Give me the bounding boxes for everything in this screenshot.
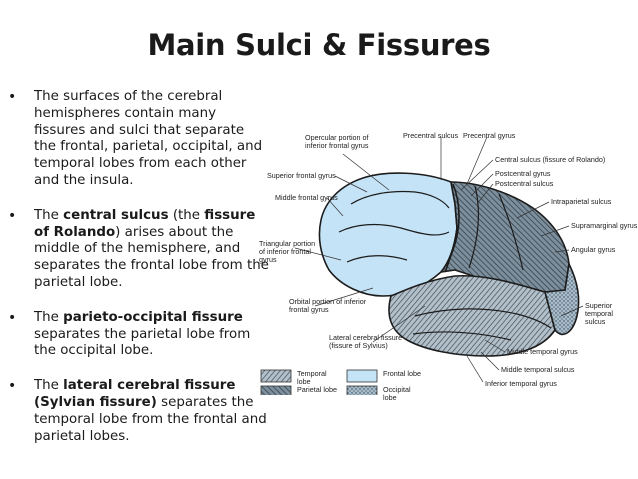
label-superior-frontal-gyrus: Superior frontal gyrus bbox=[267, 171, 336, 180]
bullet-item: • The central sulcus (the fissure of Rol… bbox=[8, 208, 270, 292]
label-precentral-gyrus: Precentral gyrus bbox=[463, 131, 516, 140]
sulcus-line bbox=[468, 185, 479, 269]
brain-diagram: Opercular portion of inferior frontal gy… bbox=[255, 120, 638, 402]
bullet-text: ) arises about the middle of the hemisph… bbox=[34, 224, 269, 290]
sulcus-line bbox=[346, 255, 408, 263]
brain-illustration bbox=[260, 136, 584, 399]
leader-line bbox=[476, 183, 494, 205]
sulcus-line bbox=[350, 190, 450, 209]
slide-title: Main Sulci & Fissures bbox=[147, 28, 491, 62]
leader-line bbox=[314, 287, 374, 307]
leader-line bbox=[560, 305, 584, 317]
sulcus-line bbox=[414, 308, 552, 329]
leader-line bbox=[460, 159, 494, 191]
leader-line bbox=[540, 225, 570, 237]
label-postcentral-sulcus: Postcentral sulcus bbox=[495, 179, 554, 188]
sulcus-line bbox=[338, 223, 450, 236]
legend-swatch-temporal bbox=[260, 369, 292, 383]
occipital-lobe bbox=[543, 261, 580, 336]
label-precentral-sulcus: Precentral sulcus bbox=[403, 131, 459, 140]
bullet-term: central sulcus bbox=[63, 207, 169, 223]
bullet-term: parieto-occipital fissure bbox=[63, 309, 243, 325]
bullet-item: • The lateral cerebral fissure (Sylvian … bbox=[8, 378, 270, 445]
bullet-text: The bbox=[34, 309, 64, 325]
leader-line bbox=[334, 175, 368, 193]
leader-line bbox=[484, 339, 506, 353]
bullet-text: The bbox=[34, 378, 64, 394]
bullet-list: • The surfaces of the cerebral hemispher… bbox=[8, 89, 270, 463]
label-triangular: Triangular portion of inferior frontal g… bbox=[259, 239, 316, 264]
bullet-text: (the bbox=[168, 207, 205, 223]
leader-line bbox=[554, 249, 570, 253]
sulcus-line bbox=[498, 193, 524, 271]
leader-line bbox=[470, 173, 494, 197]
label-middle-temporal-gyrus: Middle temporal gyrus bbox=[507, 347, 578, 356]
legend-swatch-frontal bbox=[346, 369, 378, 383]
leader-line bbox=[372, 305, 426, 343]
bullet-term: lateral cerebral fissure (Sylvian fissur… bbox=[34, 378, 236, 410]
label-supramarginal-gyrus: Supramarginal gyrus bbox=[571, 221, 638, 230]
leader-line bbox=[480, 351, 500, 371]
central-sulcus bbox=[444, 183, 460, 273]
sulcus-line bbox=[412, 331, 512, 341]
bullet-text: The bbox=[34, 207, 64, 223]
legend-label-temporal: Temporal lobe bbox=[297, 369, 327, 386]
temporal-lobe bbox=[388, 274, 556, 357]
bullet-item: • The parieto-occipital fissure separate… bbox=[8, 310, 270, 360]
bullet-marker: • bbox=[8, 309, 17, 326]
leader-line bbox=[516, 201, 550, 219]
legend-swatch-occipital bbox=[346, 385, 378, 399]
bullet-text: The surfaces of the cerebral hemispheres… bbox=[34, 89, 263, 188]
bullet-text: separates the parietal lobe from the occ… bbox=[34, 326, 251, 359]
bullet-term: fissure of Rolando bbox=[34, 207, 256, 240]
label-intraparietal-sulcus: Intraparietal sulcus bbox=[551, 197, 612, 206]
legend-label-frontal: Frontal lobe bbox=[383, 369, 421, 378]
leader-line bbox=[326, 197, 344, 217]
label-middle-frontal-gyrus: Middle frontal gyrus bbox=[275, 193, 338, 202]
bullet-marker: • bbox=[8, 207, 17, 224]
bullet-text: separates the temporal lobe from the fro… bbox=[34, 394, 267, 444]
label-superior-temporal-sulcus: Superior temporal sulcus bbox=[585, 301, 613, 326]
label-middle-temporal-sulcus: Middle temporal sulcus bbox=[501, 365, 575, 374]
label-orbital: Orbital portion of inferior frontal gyru… bbox=[289, 297, 367, 314]
leader-line bbox=[466, 136, 488, 185]
bullet-item: • The surfaces of the cerebral hemispher… bbox=[8, 89, 270, 190]
label-postcentral-gyrus: Postcentral gyrus bbox=[495, 169, 551, 178]
bullet-marker: • bbox=[8, 89, 17, 105]
leader-line bbox=[342, 153, 390, 191]
label-central-sulcus: Central sulcus (fissure of Rolando) bbox=[495, 155, 606, 164]
bullet-marker: • bbox=[8, 378, 17, 395]
legend-label-occipital: Occipital lobe bbox=[383, 385, 411, 402]
legend-swatch-parietal bbox=[260, 385, 292, 399]
legend-label-parietal: Parietal lobe bbox=[297, 385, 337, 394]
label-inferior-temporal-gyrus: Inferior temporal gyrus bbox=[485, 379, 557, 388]
leader-line bbox=[466, 355, 484, 383]
label-lateral-fissure: Lateral cerebral fissure (fissure of Syl… bbox=[329, 333, 403, 350]
leader-line bbox=[294, 247, 342, 261]
label-angular-gyrus: Angular gyrus bbox=[571, 245, 616, 254]
label-opercular: Opercular portion of inferior frontal gy… bbox=[305, 133, 369, 150]
